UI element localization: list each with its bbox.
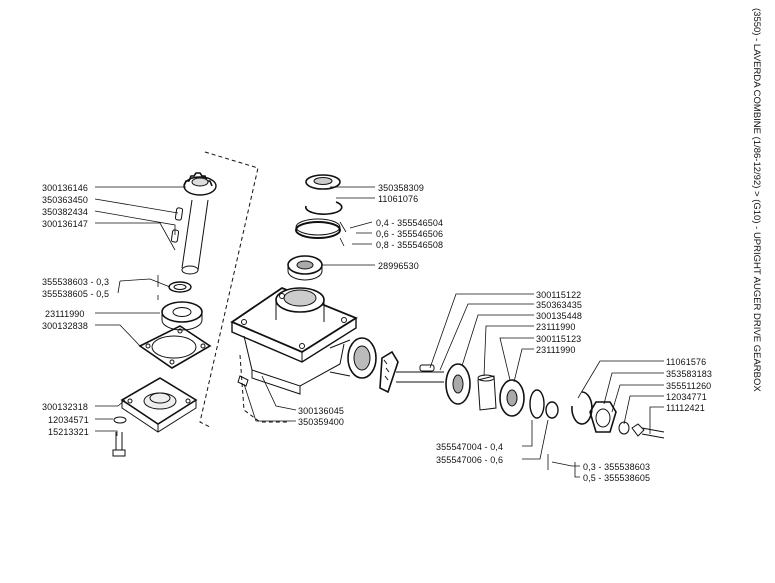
- part-label: 300136045: [298, 406, 344, 416]
- bolt-bottom-left: [112, 432, 126, 457]
- bolt-right: [631, 423, 665, 439]
- part-label: 0,6 - 355546506: [376, 229, 444, 239]
- part-label: 300115123: [536, 334, 582, 344]
- gearbox-housing: [230, 286, 377, 395]
- part-label: 300115122: [536, 290, 582, 300]
- bearing-top: [287, 255, 323, 281]
- part-label: 300136147: [42, 219, 88, 229]
- part-label: 23111990: [45, 309, 85, 319]
- part-label: 350358309: [378, 183, 424, 193]
- bearing-right-1: [445, 363, 471, 405]
- washer-right: [618, 421, 630, 435]
- part-label: 350363450: [42, 195, 88, 205]
- part-label: 350363435: [536, 300, 582, 310]
- part-label: 353583183: [666, 369, 712, 379]
- washer-bottom-left: [113, 416, 127, 424]
- part-label: 355511260: [666, 381, 712, 391]
- shim-ring-left: [168, 281, 192, 293]
- part-label: 0,8 - 355546508: [376, 240, 444, 250]
- part-label: 0,3 - 355538603: [583, 462, 651, 472]
- part-label: 11061076: [378, 194, 419, 204]
- part-label: 350382434: [42, 207, 88, 217]
- shim-right-1: [529, 389, 545, 419]
- part-label: 355547004 - 0,4: [436, 442, 504, 452]
- part-label: 0,4 - 355546504: [376, 218, 444, 228]
- circlip-right: [571, 391, 593, 425]
- bearing-left: [161, 301, 203, 331]
- grease-nipple: [237, 375, 249, 387]
- leader-lines-left: [94, 186, 375, 436]
- part-label: 11061576: [666, 357, 707, 367]
- part-label: 12034571: [48, 415, 89, 425]
- assembly-dashed-axis: [239, 354, 290, 423]
- part-label: 350359400: [298, 417, 344, 427]
- part-label: 300132318: [42, 402, 88, 412]
- spacer-tube: [477, 374, 497, 411]
- part-label: 300135448: [536, 311, 582, 321]
- shim-right-2: [545, 401, 559, 419]
- part-label: 28996530: [378, 261, 419, 271]
- part-label: 300132838: [42, 321, 88, 331]
- bearing-right-2: [499, 379, 525, 417]
- assembly-dashed-outline: [199, 151, 259, 428]
- gasket-left: [138, 325, 212, 369]
- seal-ring-top: [305, 174, 341, 190]
- pinion-shaft: [379, 350, 444, 394]
- part-label: 0,5 - 355538605: [583, 473, 651, 483]
- part-label: 355538605 - 0,5: [42, 289, 110, 299]
- circlip-top: [304, 201, 343, 215]
- castle-nut: [589, 401, 617, 433]
- part-label: 23111990: [536, 345, 576, 355]
- part-label: 355547006 - 0,6: [436, 455, 504, 465]
- part-label: 15213321: [48, 427, 89, 437]
- leader-lines-right: [429, 293, 664, 478]
- bevel-gear-shaft: [170, 172, 217, 275]
- part-label: 11112421: [666, 403, 705, 413]
- part-label: 23111990: [536, 322, 576, 332]
- part-label: 355538603 - 0,3: [42, 277, 110, 287]
- flange-cover: [120, 377, 198, 433]
- part-label: 12034771: [666, 392, 707, 402]
- diagram-title: (3550) - LAVERDA COMBINE (1/86-12/92) > …: [751, 8, 762, 392]
- shim-stack-top: [295, 218, 341, 239]
- part-label: 300136146: [42, 183, 88, 193]
